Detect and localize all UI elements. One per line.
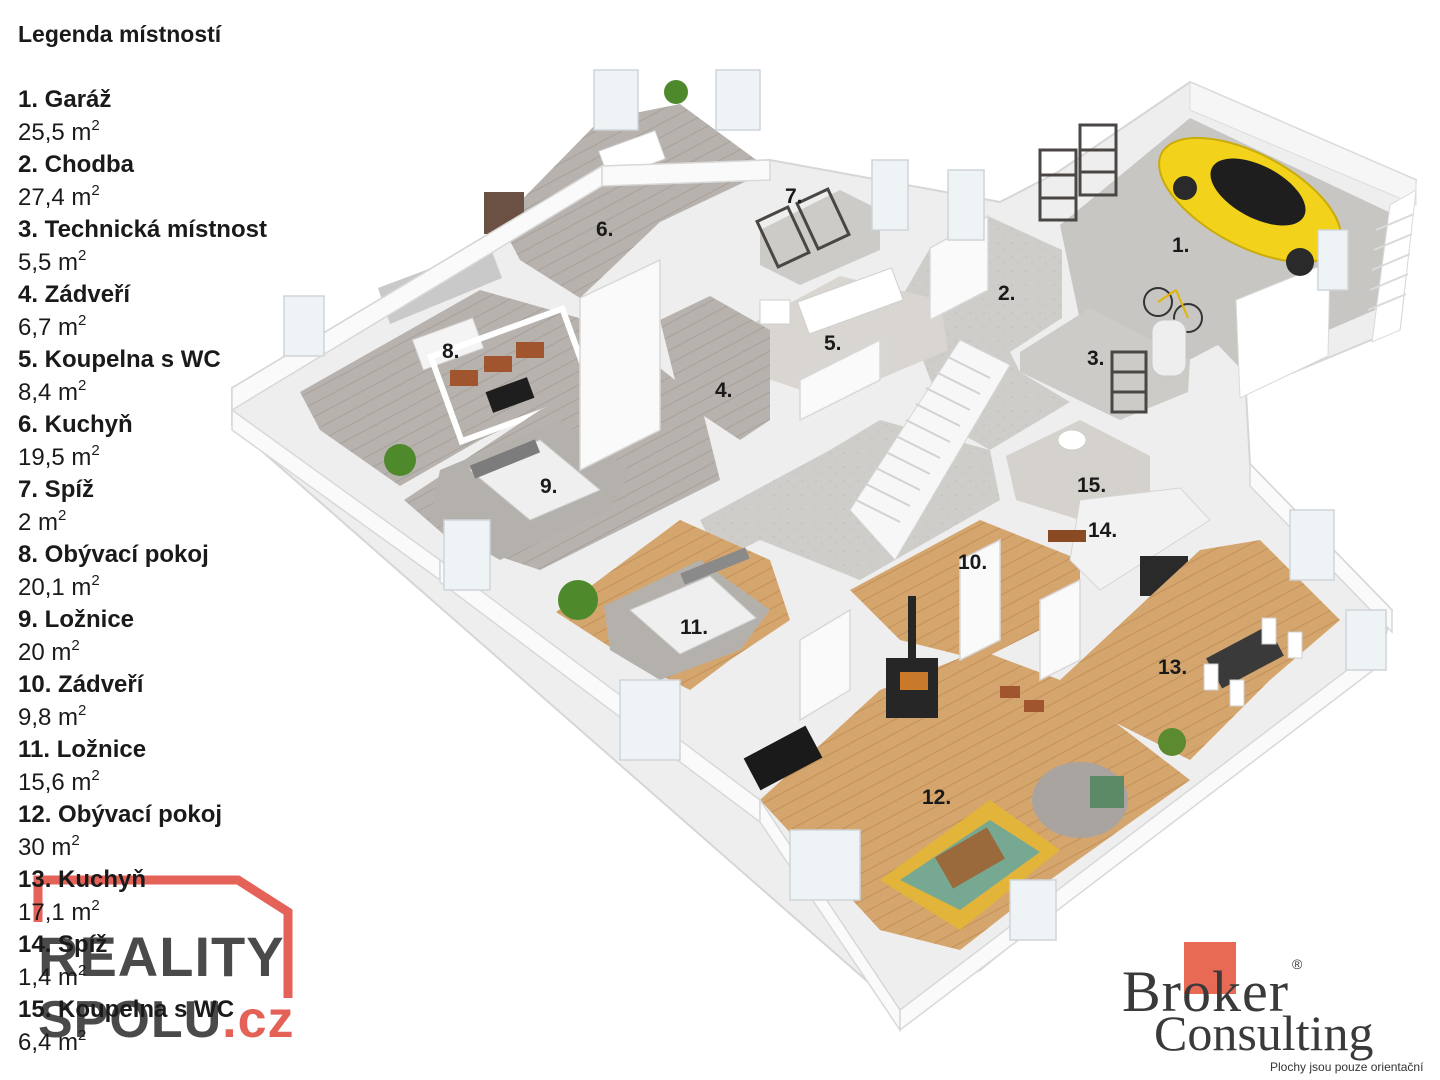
legend-item-area: 6,7 m2 <box>18 312 87 341</box>
room-legend: Legenda místností 1. Garáž 25,5 m2 2. Ch… <box>18 18 318 1059</box>
legend-item-area: 20,1 m2 <box>18 572 100 601</box>
car-illustration <box>1158 136 1342 276</box>
legend-item-name: 4. Zádveří <box>18 281 131 308</box>
plant-decor <box>384 80 688 620</box>
legend-item-name: 5. Koupelna s WC <box>18 346 221 373</box>
reality-spolu-logo: REALITY SPOLU.cz <box>28 872 328 1062</box>
windows <box>283 69 1387 941</box>
room-bedroom-2 <box>556 520 790 690</box>
room-kitchen-2 <box>1060 540 1340 760</box>
house-outline-icon <box>33 875 293 998</box>
legend-item-name: 9. Ložnice <box>18 606 135 633</box>
room-label-5: 5. <box>824 332 842 355</box>
staircase <box>849 339 1011 561</box>
legend-title: Legenda místností <box>18 21 222 47</box>
legend-item-name: 11. Ložnice <box>18 736 147 763</box>
legend-item-area: 15,6 m2 <box>18 767 100 796</box>
legend-item-name: 12. Obývací pokoj <box>18 801 223 828</box>
room-label-14: 14. <box>1088 519 1117 542</box>
reality-logo-line2: SPOLU.cz <box>38 991 295 1049</box>
broker-logo-line1: Broker <box>1122 959 1290 1024</box>
legend-item: 2. Chodba 27,4 m2 <box>18 149 318 214</box>
legend-item-area: 20 m2 <box>18 637 80 666</box>
legend-item: 10. Zádveří 9,8 m2 <box>18 669 318 734</box>
legend-item: 3. Technická místnost 5,5 m2 <box>18 214 318 279</box>
legend-item-name: 13. Kuchyň <box>18 866 147 893</box>
room-label-2: 2. <box>998 282 1016 305</box>
legend-item: 13. Kuchyň 17,1 m2 <box>18 864 318 929</box>
room-label-8: 8. <box>442 340 460 363</box>
legend-item: 1. Garáž 25,5 m2 <box>18 84 318 149</box>
legend-item: 14. Spíž 1,4 m2 <box>18 929 318 994</box>
room-label-6: 6. <box>596 218 614 241</box>
legend-item-name: 15. Koupelna s WC <box>18 996 235 1023</box>
room-label-11: 11. <box>680 616 708 639</box>
broker-logo-square <box>1184 942 1236 994</box>
legend-item-area: 8,4 m2 <box>18 377 87 406</box>
legend-item-name: 8. Obývací pokoj <box>18 541 209 568</box>
room-label-1: 1. <box>1172 234 1190 257</box>
legend-item-area: 9,8 m2 <box>18 702 87 731</box>
legend-item: 6. Kuchyň 19,5 m2 <box>18 409 318 474</box>
broker-consulting-logo: Broker ® Consulting <box>1118 938 1418 1061</box>
legend-item: 7. Spíž 2 m2 <box>18 474 318 539</box>
room-living-2 <box>743 596 1190 950</box>
legend-item: 9. Ložnice 20 m2 <box>18 604 318 669</box>
room-labels: 1. 2. 3. 4. 5. 6. 7. 8. 9. 10. 11. 12. 1… <box>442 185 1190 809</box>
legend-item-area: 17,1 m2 <box>18 897 100 926</box>
room-label-4: 4. <box>715 379 733 402</box>
legend-item-name: 14. Spíž <box>18 931 108 958</box>
legend-item-area: 1,4 m2 <box>18 962 87 991</box>
legend-item-area: 19,5 m2 <box>18 442 100 471</box>
legend-item: 11. Ložnice 15,6 m2 <box>18 734 318 799</box>
legend-item-area: 27,4 m2 <box>18 182 100 211</box>
legend-item: 5. Koupelna s WC 8,4 m2 <box>18 344 318 409</box>
room-pantry <box>755 187 880 285</box>
room-label-9: 9. <box>540 475 558 498</box>
room-label-13: 13. <box>1158 656 1187 679</box>
legend-item-area: 2 m2 <box>18 507 67 536</box>
legend-item: 12. Obývací pokoj 30 m2 <box>18 799 318 864</box>
broker-logo-line2: Consulting <box>1154 1005 1374 1061</box>
legend-item-area: 6,4 m2 <box>18 1027 87 1056</box>
legend-item-area: 25,5 m2 <box>18 117 100 146</box>
broker-logo-registered: ® <box>1292 956 1303 972</box>
reality-logo-line1: REALITY <box>38 925 285 988</box>
legend-item-name: 6. Kuchyň <box>18 411 133 438</box>
room-bathroom <box>740 267 948 400</box>
room-garage <box>1038 81 1417 399</box>
room-label-7: 7. <box>785 185 803 208</box>
room-label-15: 15. <box>1077 474 1106 497</box>
room-bathroom-2 <box>1006 420 1150 520</box>
room-kitchen-1 <box>484 104 770 298</box>
legend-list: 1. Garáž 25,5 m2 2. Chodba 27,4 m2 3. Te… <box>18 84 318 1059</box>
legend-item: 8. Obývací pokoj 20,1 m2 <box>18 539 318 604</box>
legend-item: 4. Zádveří 6,7 m2 <box>18 279 318 344</box>
legend-item-area: 30 m2 <box>18 832 80 861</box>
room-technical <box>1020 308 1190 420</box>
legend-item: 15. Koupelna s WC 6,4 m2 <box>18 994 318 1059</box>
legend-item-name: 10. Zádveří <box>18 671 144 698</box>
legend-item-name: 1. Garáž <box>18 86 112 113</box>
room-label-3: 3. <box>1087 347 1105 370</box>
legend-item-name: 7. Spíž <box>18 476 95 503</box>
room-label-10: 10. <box>958 551 987 574</box>
room-label-12: 12. <box>922 786 951 809</box>
legend-item-name: 3. Technická místnost <box>18 216 267 243</box>
area-disclaimer: Plochy jsou pouze orientační <box>1270 1060 1424 1074</box>
legend-item-name: 2. Chodba <box>18 151 135 178</box>
legend-item-area: 5,5 m2 <box>18 247 87 276</box>
